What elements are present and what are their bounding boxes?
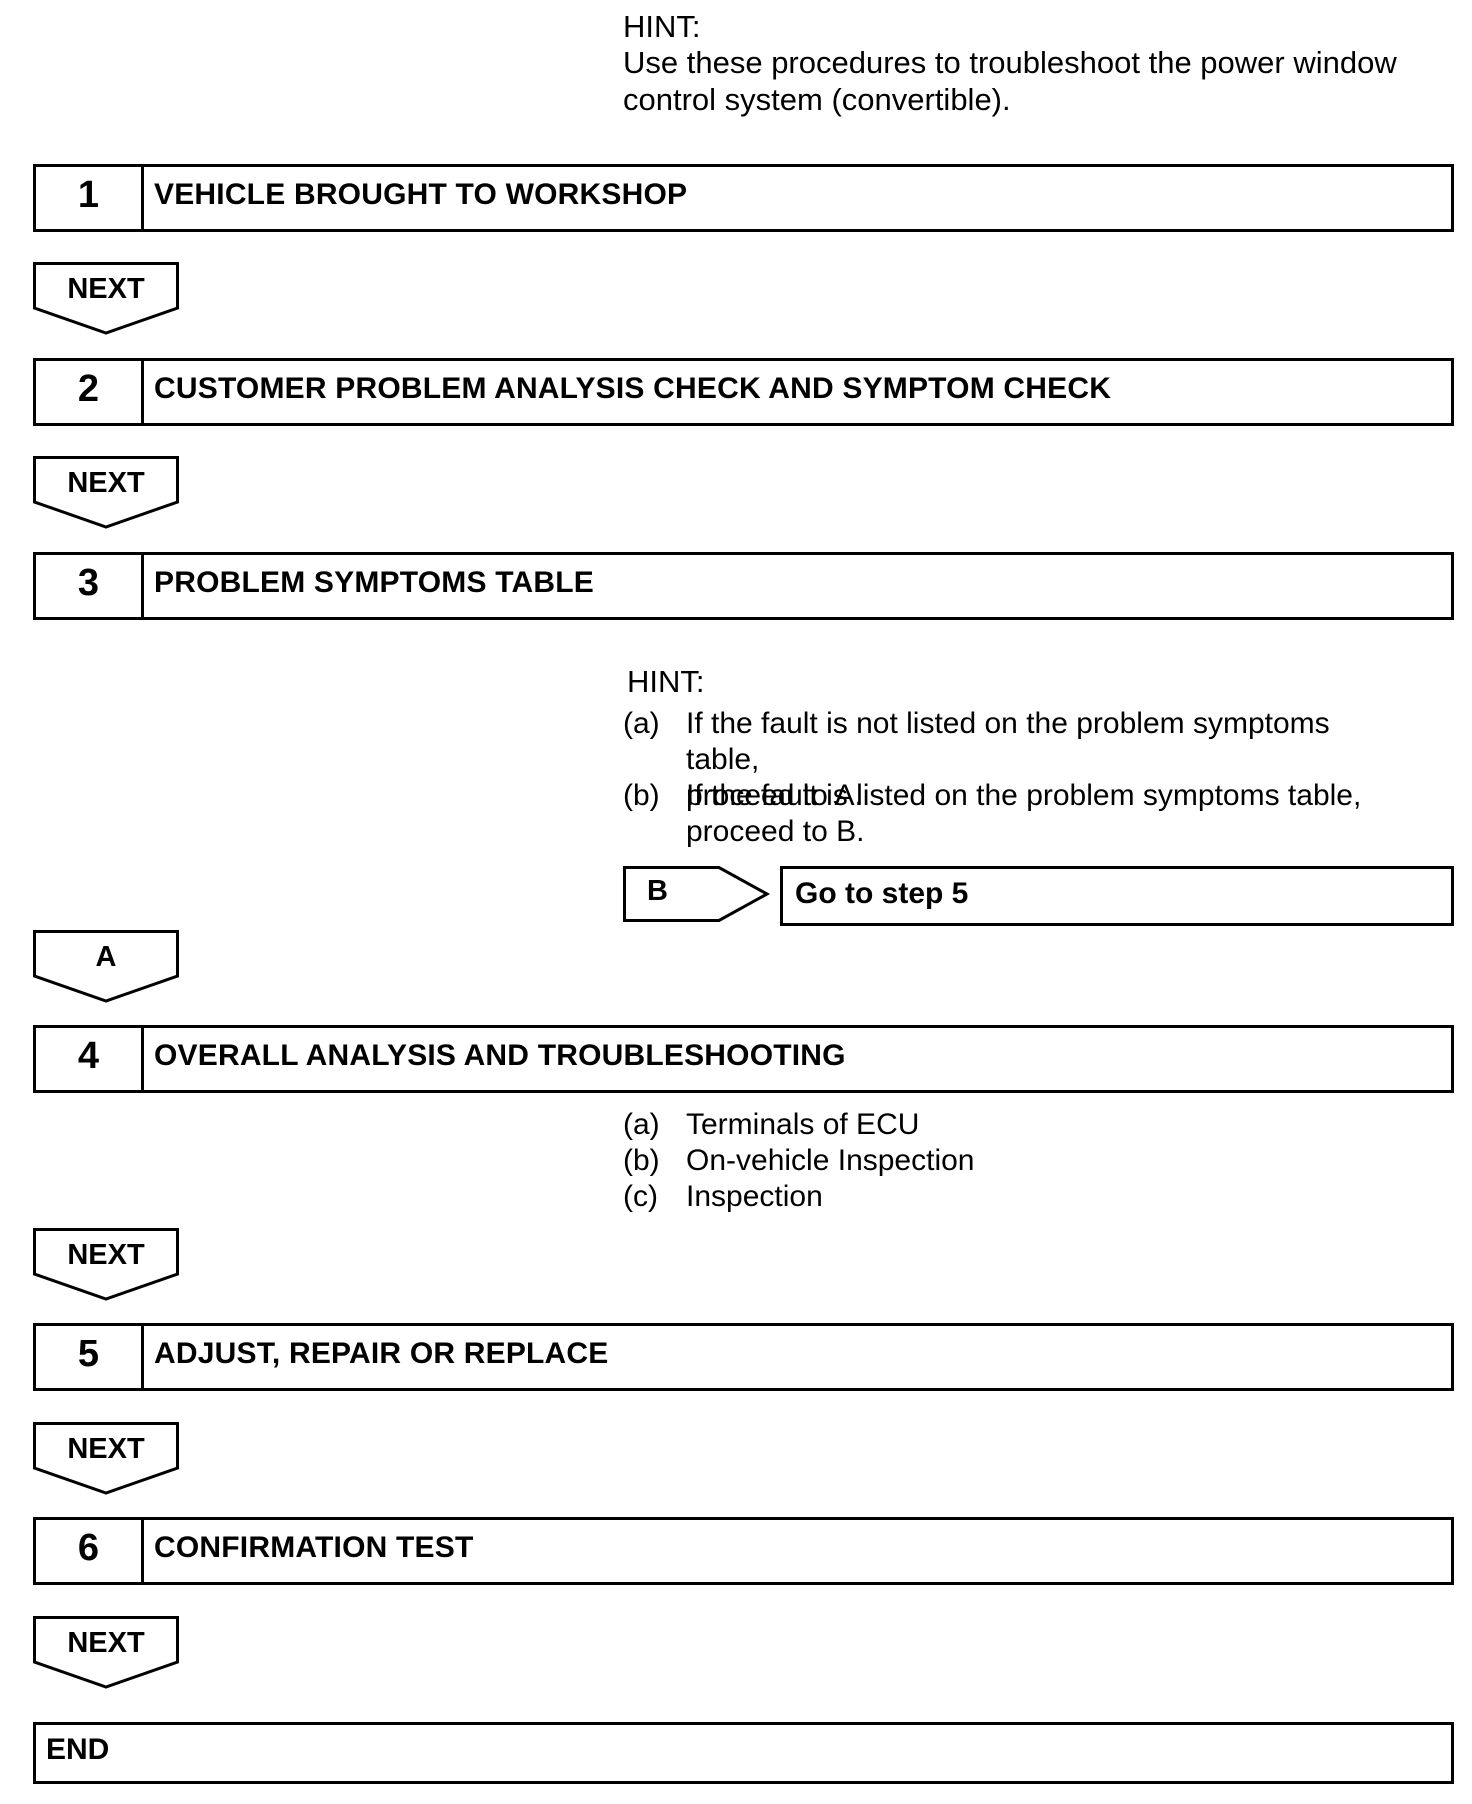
next-marker: NEXT <box>33 456 179 530</box>
step-number: 2 <box>36 361 144 423</box>
step-title: PROBLEM SYMPTOMS TABLE <box>154 566 594 599</box>
list-text: If the fault is not listed on the proble… <box>686 707 1330 812</box>
step-number: 4 <box>36 1028 144 1090</box>
step3-hint-title: HINT: <box>627 664 705 699</box>
list-text: On-vehicle Inspection <box>686 1144 975 1177</box>
list-text: If the fault is listed on the problem sy… <box>686 779 1362 848</box>
next-marker: NEXT <box>33 1422 179 1496</box>
pentagon-arrow-icon <box>33 1228 179 1301</box>
list-key: (c) <box>623 1180 658 1213</box>
goto-text: Go to step 5 <box>795 877 969 910</box>
end-label: END <box>46 1733 110 1766</box>
right-arrow-pentagon-icon <box>623 866 771 922</box>
step-5-box: 5 ADJUST, REPAIR OR REPLACE <box>33 1323 1454 1391</box>
a-branch-marker: A <box>33 930 179 1004</box>
next-label: NEXT <box>67 273 145 305</box>
step-title: CONFIRMATION TEST <box>154 1531 474 1564</box>
step-4-box: 4 OVERALL ANALYSIS AND TROUBLESHOOTING <box>33 1025 1454 1093</box>
step-number: 6 <box>36 1520 144 1582</box>
step-title: ADJUST, REPAIR OR REPLACE <box>154 1337 609 1370</box>
step-title: OVERALL ANALYSIS AND TROUBLESHOOTING <box>154 1039 846 1072</box>
list-key: (b) <box>623 779 660 812</box>
pentagon-arrow-icon <box>33 456 179 529</box>
a-label: A <box>95 941 117 973</box>
step-1-box: 1 VEHICLE BROUGHT TO WORKSHOP <box>33 164 1454 232</box>
pentagon-arrow-icon <box>33 1616 179 1689</box>
step-title: CUSTOMER PROBLEM ANALYSIS CHECK AND SYMP… <box>154 372 1112 405</box>
step-2-box: 2 CUSTOMER PROBLEM ANALYSIS CHECK AND SY… <box>33 358 1454 426</box>
pentagon-arrow-icon <box>33 1422 179 1495</box>
list-key: (a) <box>623 1108 660 1141</box>
step-6-box: 6 CONFIRMATION TEST <box>33 1517 1454 1585</box>
next-label: NEXT <box>67 1433 145 1465</box>
next-label: NEXT <box>67 1627 145 1659</box>
b-label: B <box>647 875 668 907</box>
step-number: 1 <box>36 167 144 229</box>
top-hint-title: HINT: <box>623 9 701 44</box>
list-key: (b) <box>623 1144 660 1177</box>
goto-step-box: Go to step 5 <box>780 866 1454 926</box>
b-branch-marker: B <box>623 866 773 922</box>
next-label: NEXT <box>67 467 145 499</box>
step-title: VEHICLE BROUGHT TO WORKSHOP <box>154 178 688 211</box>
next-label: NEXT <box>67 1239 145 1271</box>
list-text: Inspection <box>686 1180 823 1213</box>
list-text: Terminals of ECU <box>686 1108 920 1141</box>
next-marker: NEXT <box>33 262 179 336</box>
top-hint-text: Use these procedures to troubleshoot the… <box>623 45 1397 117</box>
pentagon-arrow-icon <box>33 262 179 335</box>
list-key: (a) <box>623 707 660 740</box>
next-marker: NEXT <box>33 1616 179 1690</box>
pentagon-arrow-icon <box>33 930 179 1003</box>
step-3-box: 3 PROBLEM SYMPTOMS TABLE <box>33 552 1454 620</box>
step-number: 3 <box>36 555 144 617</box>
next-marker: NEXT <box>33 1228 179 1302</box>
end-box: END <box>33 1722 1454 1784</box>
step-number: 5 <box>36 1326 144 1388</box>
